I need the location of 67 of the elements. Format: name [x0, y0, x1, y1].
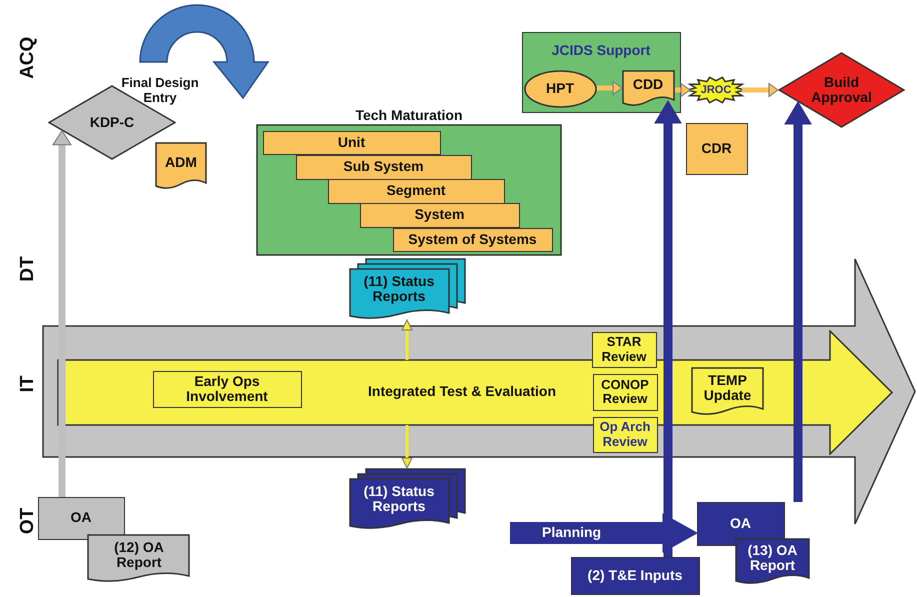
lane-label: OT — [17, 506, 39, 536]
review-box — [592, 332, 657, 368]
node-label: (13) OA Report — [746, 542, 798, 574]
node-label: KDP-C — [90, 114, 134, 130]
node-label: Build Approval — [810, 74, 873, 106]
process-box — [686, 123, 748, 175]
process-box — [697, 502, 785, 546]
document-shape — [155, 142, 207, 190]
document-stack — [349, 468, 466, 530]
node-label: (12) OA Report — [113, 540, 165, 570]
arrow — [402, 425, 412, 468]
arrow — [742, 83, 778, 97]
arrow — [402, 320, 412, 360]
group-panel — [522, 32, 681, 113]
node-label: HPT — [546, 80, 574, 96]
arrow — [675, 83, 690, 97]
lane-label: ACQ — [17, 38, 39, 79]
level-bar — [393, 228, 553, 252]
lane-label: IT — [17, 374, 39, 394]
level-bar — [296, 155, 472, 180]
document-shape — [622, 70, 674, 106]
block-arrow — [57, 330, 893, 455]
node-label: Segment — [386, 183, 446, 199]
panel-title: Tech Maturation — [355, 108, 463, 124]
node-label: (2) T&E Inputs — [588, 568, 682, 584]
node-label: STAR Review — [600, 335, 648, 364]
document-shape — [735, 538, 810, 585]
node-label: System — [414, 207, 464, 223]
process-box — [571, 557, 700, 595]
node-label: TEMP Update — [702, 372, 752, 404]
node-label: CDD — [632, 76, 664, 92]
node-label: (11) Status Reports — [362, 484, 436, 514]
document-stack — [349, 258, 466, 320]
node-label: ADM — [165, 154, 197, 170]
arrow — [784, 101, 812, 502]
review-box — [593, 417, 658, 453]
level-bar — [328, 179, 505, 204]
arrow — [596, 81, 622, 95]
process-box — [38, 497, 125, 540]
starburst-shape — [686, 76, 746, 104]
arrow — [52, 130, 72, 497]
step-label: Final Design Entry — [120, 76, 200, 106]
node-label: System of Systems — [408, 232, 537, 248]
process-ellipse — [524, 70, 596, 108]
node-label: CONOP Review — [600, 378, 650, 406]
node-label: CDR — [701, 140, 732, 156]
node-label: Integrated Test & Evaluation — [368, 384, 556, 400]
document-shape — [691, 367, 764, 416]
decision-diamond — [778, 52, 905, 128]
node-label: OA — [70, 510, 92, 526]
block-arrow — [510, 514, 698, 552]
node-label: Sub System — [343, 159, 424, 175]
node-label: OA — [730, 516, 751, 532]
process-box — [153, 371, 302, 408]
node-label: (11) Status Reports — [362, 274, 436, 304]
panel-title: JCIDS Support — [552, 42, 650, 58]
node-label: JROC — [700, 84, 732, 96]
document-shape — [87, 534, 190, 583]
edge-label: Planning — [540, 524, 604, 540]
node-label: Op Arch Review — [598, 420, 652, 449]
review-box — [593, 374, 658, 411]
level-bar — [360, 203, 520, 228]
node-label: Unit — [338, 134, 366, 150]
arrow — [654, 100, 682, 557]
node-label: Early Ops Involvement — [185, 374, 269, 404]
level-bar — [263, 131, 441, 155]
lane-label: DT — [17, 255, 39, 284]
